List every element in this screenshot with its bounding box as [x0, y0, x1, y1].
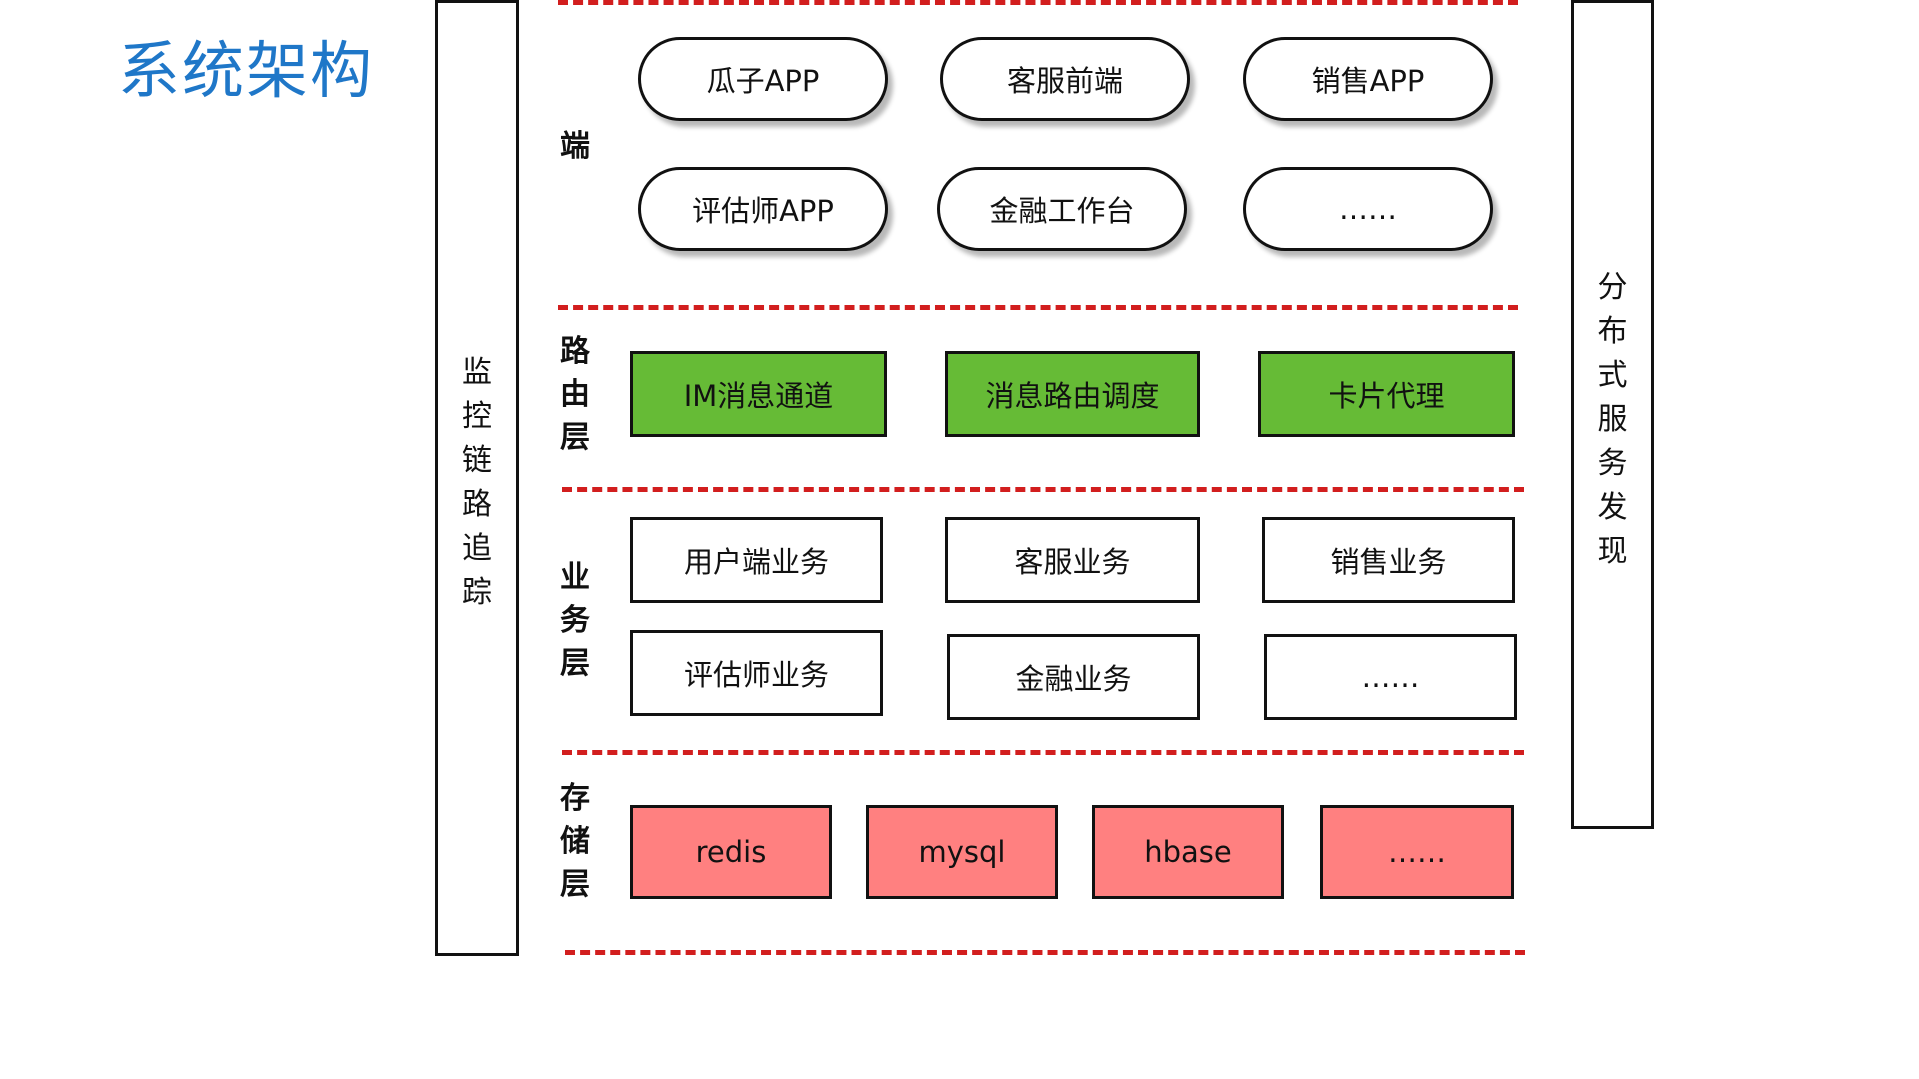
biz-node-more: ……	[1264, 634, 1517, 720]
label-char: 由	[560, 377, 590, 412]
label-char: 链	[462, 443, 492, 478]
label-char: 式	[1597, 358, 1628, 393]
client-node-cs-frontend: 客服前端	[940, 37, 1190, 121]
monitoring-tracing-label: 监 控 链 路 追 踪	[438, 351, 516, 615]
layer-divider	[565, 950, 1525, 955]
client-node-appraiser-app: 评估师APP	[638, 167, 888, 251]
label-char: 务	[560, 603, 590, 638]
label-char: 发	[1597, 490, 1628, 525]
route-node-im-channel: IM消息通道	[630, 351, 887, 437]
label-char: 层	[560, 867, 590, 902]
label-char: 追	[462, 531, 492, 566]
biz-node-customer-service: 客服业务	[945, 517, 1200, 603]
client-node-sales-app: 销售APP	[1243, 37, 1493, 121]
business-layer-label: 业 务 层	[550, 556, 600, 685]
biz-node-appraiser: 评估师业务	[630, 630, 883, 716]
label-char: 路	[462, 487, 492, 522]
label-char: 业	[560, 560, 590, 595]
label-char: 层	[560, 646, 590, 681]
layer-divider	[558, 0, 1518, 5]
label-char: 踪	[462, 575, 492, 610]
biz-node-user: 用户端业务	[630, 517, 883, 603]
label-char: 存	[560, 781, 590, 816]
service-discovery-label: 分 布 式 服 务 发 现	[1574, 266, 1651, 574]
storage-node-hbase: hbase	[1092, 805, 1284, 899]
monitoring-tracing-panel: 监 控 链 路 追 踪	[435, 0, 519, 956]
layer-divider	[562, 487, 1524, 492]
biz-node-finance: 金融业务	[947, 634, 1200, 720]
storage-node-mysql: mysql	[866, 805, 1058, 899]
storage-node-more: ……	[1320, 805, 1514, 899]
service-discovery-panel: 分 布 式 服 务 发 现	[1571, 0, 1654, 829]
storage-node-redis: redis	[630, 805, 832, 899]
label-char: 路	[560, 334, 590, 369]
label-char: 端	[560, 129, 590, 164]
label-char: 储	[560, 824, 590, 859]
client-node-guazi-app: 瓜子APP	[638, 37, 888, 121]
label-char: 监	[462, 355, 492, 390]
client-layer-label: 端	[550, 125, 600, 168]
label-char: 服	[1597, 402, 1628, 437]
label-char: 现	[1597, 534, 1628, 569]
layer-divider	[558, 305, 1518, 310]
page-title: 系统架构	[118, 34, 375, 107]
client-node-finance-workbench: 金融工作台	[937, 167, 1187, 251]
route-node-card-proxy: 卡片代理	[1258, 351, 1515, 437]
label-char: 层	[560, 420, 590, 455]
client-node-more: ……	[1243, 167, 1493, 251]
route-node-message-dispatch: 消息路由调度	[945, 351, 1200, 437]
layer-divider	[562, 750, 1524, 755]
label-char: 分	[1597, 270, 1628, 305]
biz-node-sales: 销售业务	[1262, 517, 1515, 603]
label-char: 布	[1597, 314, 1628, 349]
storage-layer-label: 存 储 层	[550, 777, 600, 906]
label-char: 务	[1597, 446, 1628, 481]
label-char: 控	[462, 399, 492, 434]
route-layer-label: 路 由 层	[550, 330, 600, 459]
